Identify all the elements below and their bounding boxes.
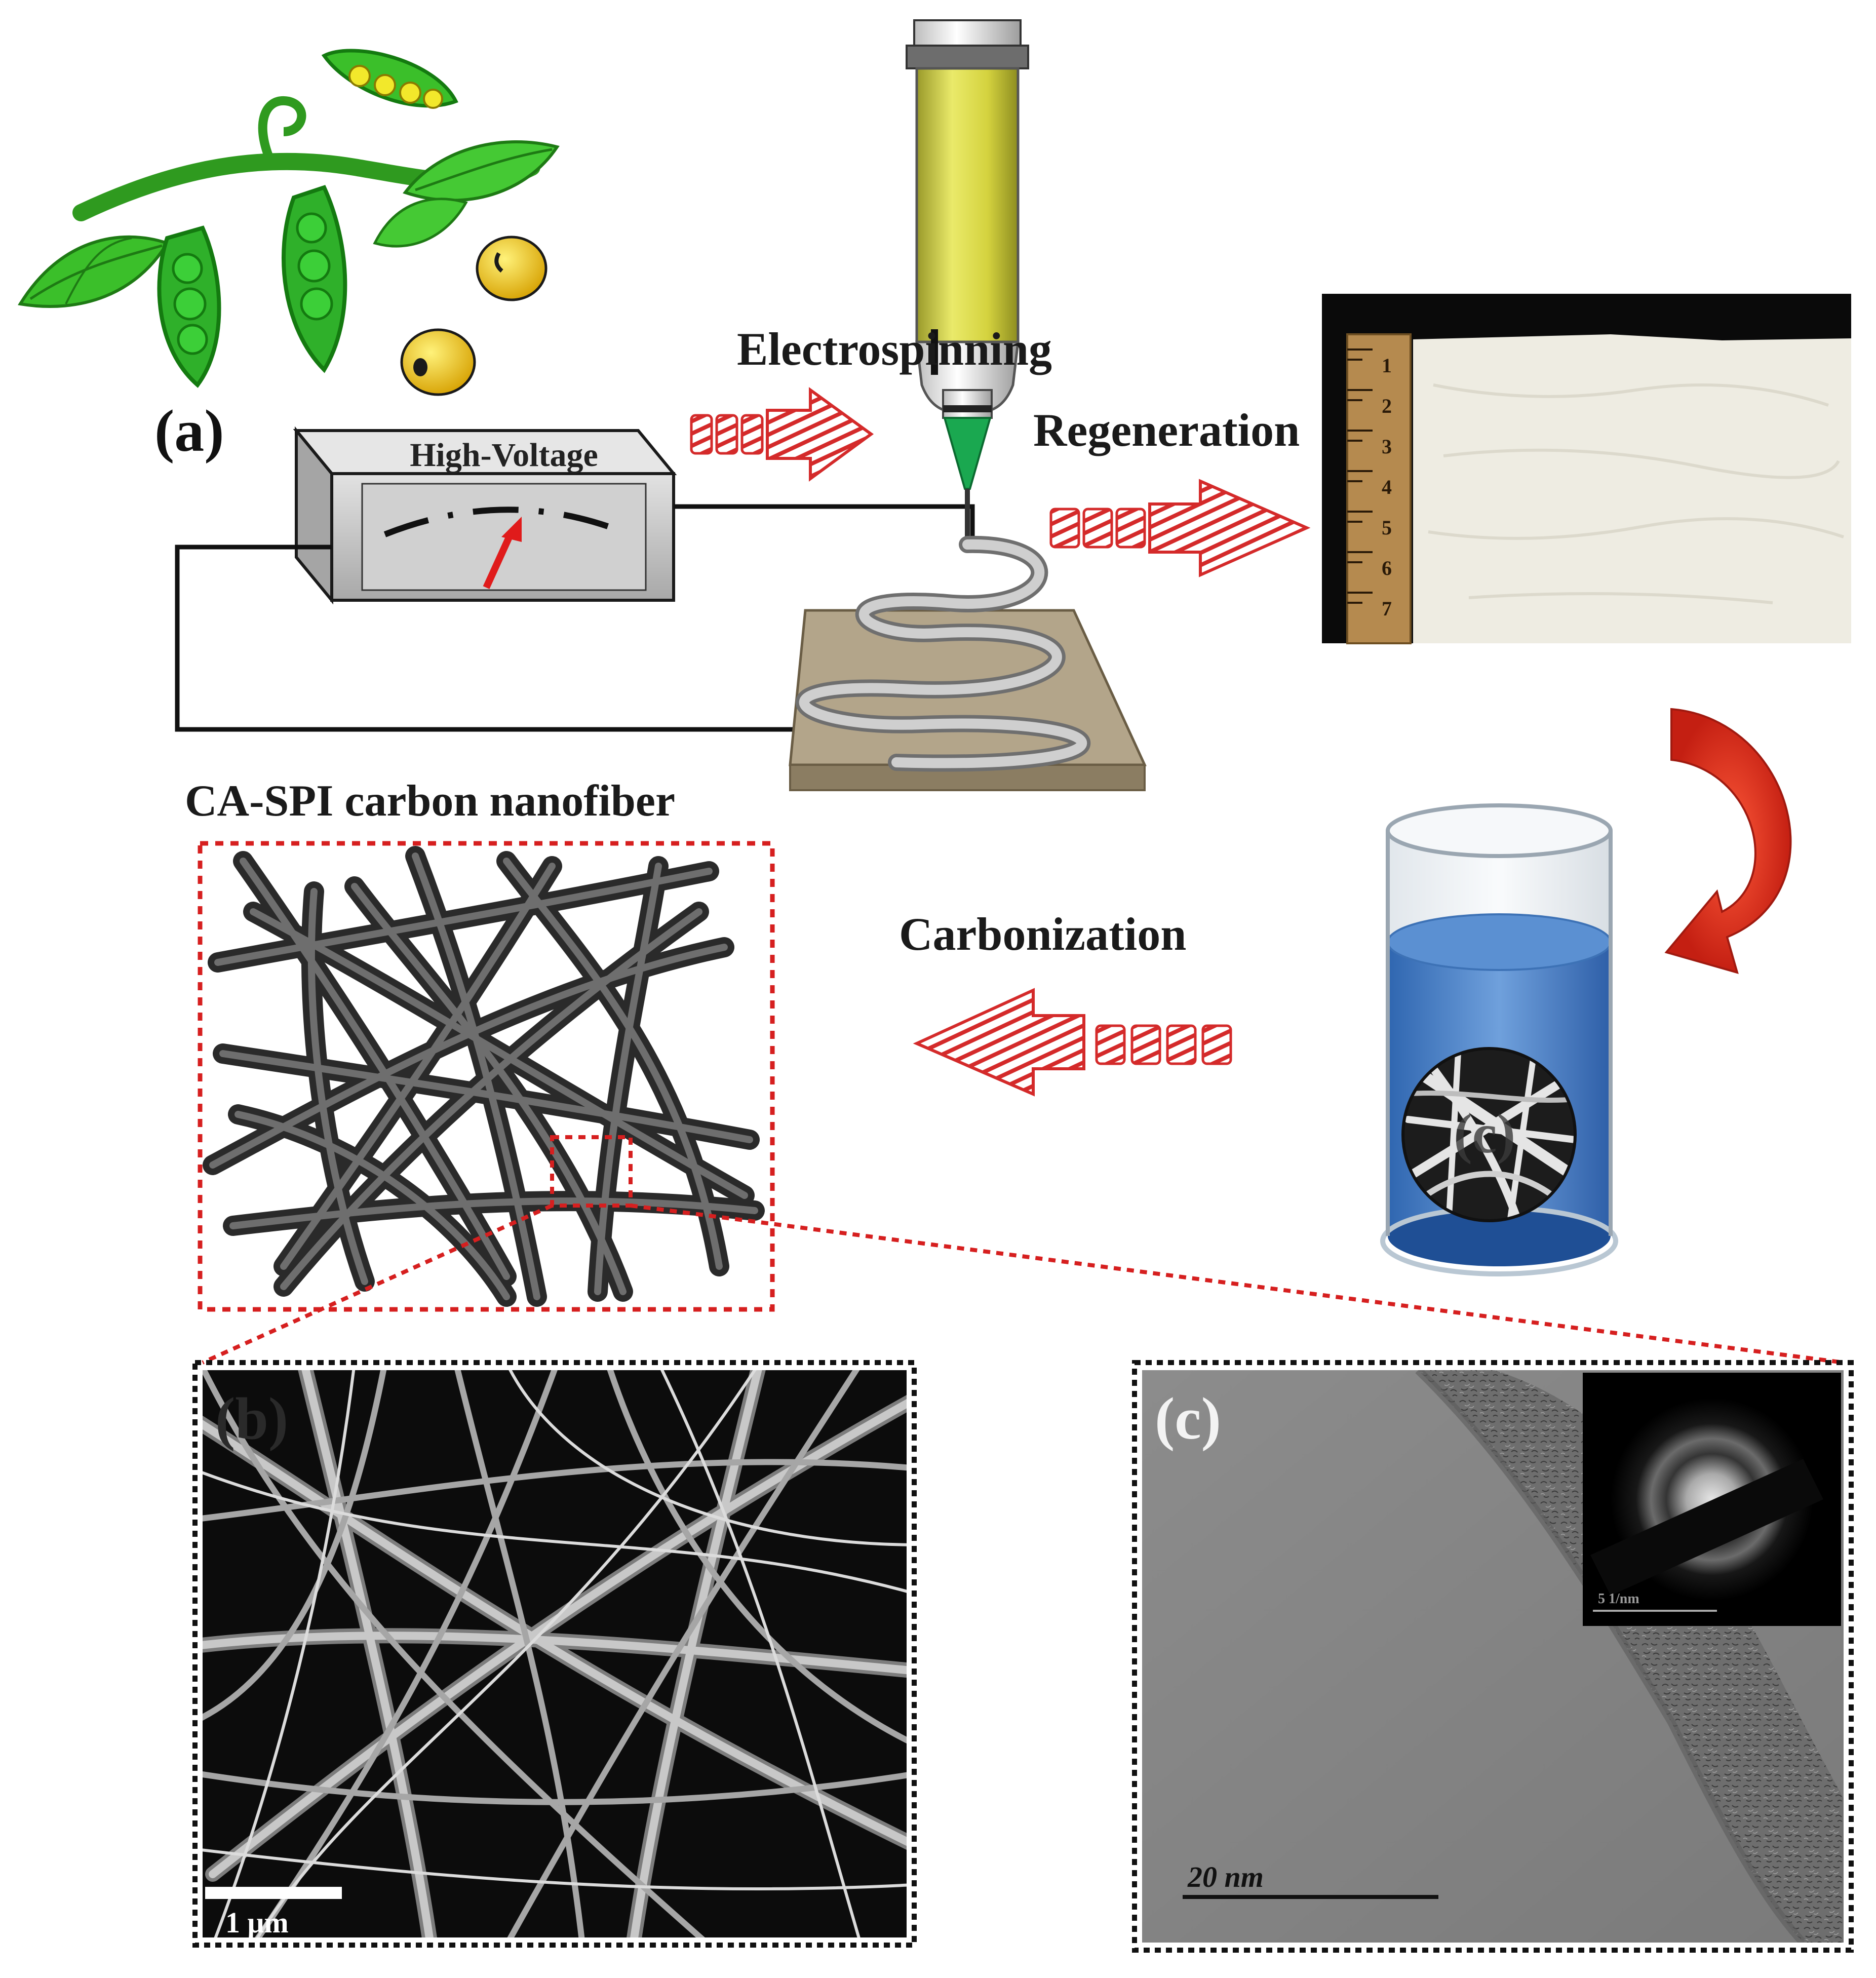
beaker — [1380, 803, 1618, 1276]
zoom-connectors — [202, 1204, 1844, 1365]
saed-scale-label: 5 1/nm — [1598, 1591, 1639, 1607]
ruler-tick-3: 3 — [1382, 435, 1392, 458]
ruler-tick-2: 2 — [1382, 395, 1392, 417]
sem-dotted-frame — [192, 1360, 917, 1948]
sem-scale-bar — [205, 1887, 342, 1899]
curved-transfer-arrow — [1664, 708, 1792, 974]
inset-c-label: (c) — [1454, 1103, 1515, 1165]
ruler-tick-5: 5 — [1382, 516, 1392, 539]
ruler-tick-6: 6 — [1382, 557, 1392, 579]
carbonization-arrow — [913, 988, 1232, 1097]
tem-scale-label: 20 nm — [1187, 1860, 1264, 1893]
inset-fiber-image — [1403, 1049, 1575, 1221]
tem-image — [1142, 1370, 1844, 1943]
ruler-ticks — [1347, 348, 1373, 604]
ruler-tick-1: 1 — [1382, 354, 1392, 377]
regeneration-label: Regeneration — [1033, 404, 1300, 456]
zoom-region-box — [550, 1135, 633, 1208]
nanofiber-title: CA-SPI carbon nanofiber — [185, 777, 675, 826]
sem-scale-label: 1 μm — [225, 1906, 289, 1939]
regeneration-arrow — [1049, 479, 1311, 577]
nanofiber-dotted-frame — [198, 841, 775, 1312]
panel-c-label: (c) — [1155, 1385, 1221, 1452]
syringe — [906, 19, 1029, 545]
ruler-tick-4: 4 — [1382, 476, 1392, 498]
high-voltage-supply — [293, 426, 677, 605]
sem-image — [203, 1370, 907, 1937]
electrospinning-arrow — [690, 387, 874, 482]
ruler-tick-7: 7 — [1382, 597, 1392, 620]
carbonization-label: Carbonization — [899, 908, 1186, 960]
soybean-plant-illustration — [18, 49, 560, 396]
panel-a-label: (a) — [154, 398, 224, 464]
tem-dotted-frame — [1132, 1360, 1854, 1953]
high-voltage-label: High-Voltage — [410, 437, 598, 474]
panel-b-label: (b) — [215, 1385, 288, 1452]
circuit-wires — [175, 504, 975, 732]
fiber-jet-spiral — [796, 535, 1090, 772]
carbon-nanofiber-network — [203, 846, 765, 1307]
membrane-photo: 1 2 3 4 5 6 7 — [1322, 294, 1851, 644]
electrospinning-label: Electrospinning — [737, 323, 1052, 375]
